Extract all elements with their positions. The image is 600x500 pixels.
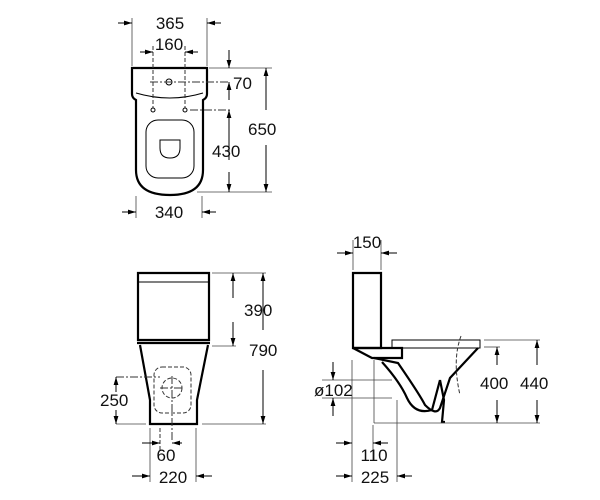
dim-outlet-to-wall: 225 bbox=[361, 468, 389, 487]
front-view: 390 790 250 60 220 bbox=[100, 271, 277, 487]
dim-inlet-height: 250 bbox=[100, 391, 128, 410]
side-view: 150 ø102 110 225 400 440 bbox=[314, 233, 548, 487]
dim-seat-height: 440 bbox=[520, 374, 548, 393]
dim-rim-height: 400 bbox=[480, 374, 508, 393]
dim-bowl-width: 340 bbox=[155, 203, 183, 222]
dim-tank-height: 390 bbox=[244, 301, 272, 320]
dim-tank-to-fixing: 70 bbox=[233, 74, 252, 93]
dim-fixing-to-front: 430 bbox=[212, 142, 240, 161]
dim-tank-depth: 150 bbox=[353, 233, 381, 252]
dim-overall-depth: 650 bbox=[248, 120, 276, 139]
dim-outlet-diameter: ø102 bbox=[314, 381, 353, 400]
dim-base-width: 220 bbox=[159, 468, 187, 487]
dim-overall-width: 365 bbox=[156, 14, 184, 33]
dim-fixing-spacing: 160 bbox=[155, 35, 183, 54]
dim-outlet-to-wall-min: 110 bbox=[360, 446, 387, 465]
top-view: 365 160 70 430 650 340 bbox=[118, 14, 276, 222]
dim-overall-height: 790 bbox=[249, 341, 277, 360]
dim-inlet-offset: 60 bbox=[157, 446, 176, 465]
